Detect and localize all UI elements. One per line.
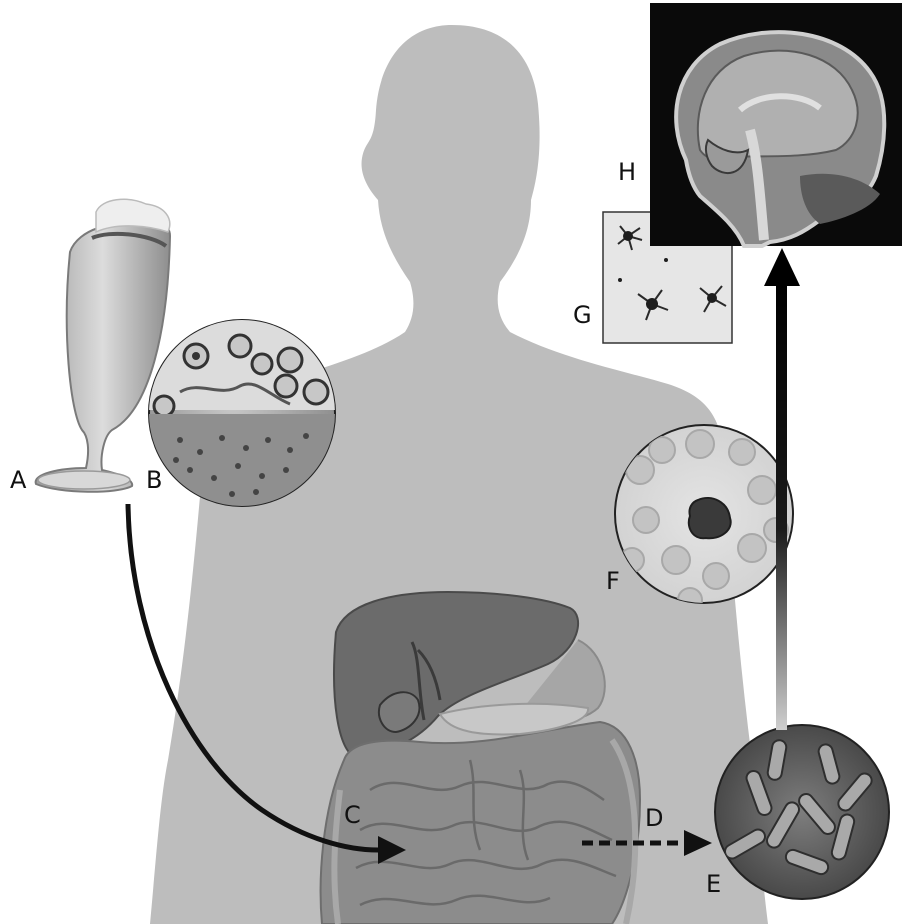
beer-glass-illustration <box>36 199 170 491</box>
bacteria-e-bubble <box>715 725 889 899</box>
label-d: D <box>645 806 663 830</box>
brain-mri-panel <box>650 3 902 246</box>
label-c: C <box>344 803 361 827</box>
label-f: F <box>606 569 620 593</box>
label-b: B <box>146 468 162 492</box>
label-g: G <box>573 303 592 327</box>
label-h: H <box>618 160 636 184</box>
label-a: A <box>10 468 26 492</box>
micrograph-b-bubble <box>149 320 335 506</box>
label-e: E <box>706 872 721 896</box>
